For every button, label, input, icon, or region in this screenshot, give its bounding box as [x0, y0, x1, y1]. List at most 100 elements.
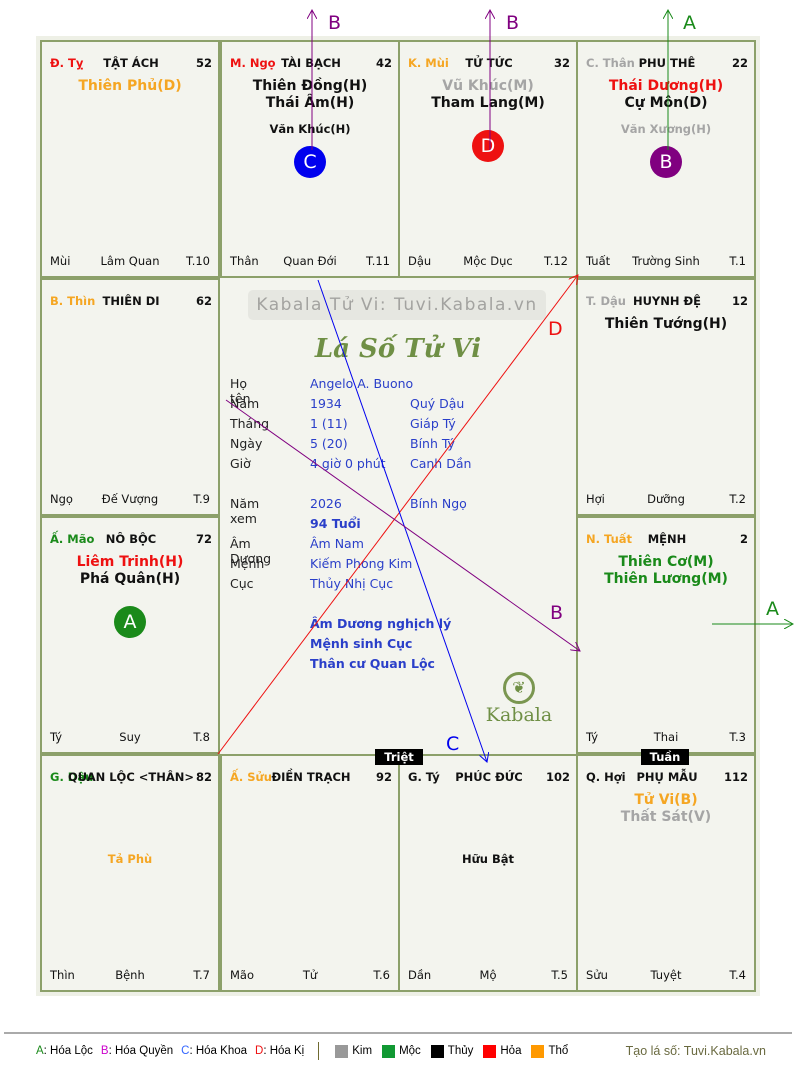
tree-icon: ❦ [503, 672, 535, 704]
can-chi: G. Tý [408, 770, 440, 784]
tu-hoa-badge: C [294, 146, 326, 178]
palace-number: 102 [545, 770, 570, 784]
branch: Tý [50, 730, 63, 744]
life-stage: Suy [119, 730, 141, 744]
life-stage: Quan Đới [283, 254, 337, 268]
palace-cell[interactable]: C. Thân PHU THÊ 22 Thái Dương(H)Cự Môn(D… [576, 40, 756, 278]
age-limit: T.12 [544, 254, 568, 268]
element-swatch [531, 1044, 545, 1058]
legend-hoa: A: Hóa Lộc [36, 1045, 93, 1057]
palace-number: 112 [723, 770, 748, 784]
can-chi: Q. Hợi [586, 770, 626, 784]
branch: Mùi [50, 254, 71, 268]
tu-hoa-badge: B [650, 146, 682, 178]
branch: Sửu [586, 968, 608, 982]
can-chi: Ấ. Mão [50, 532, 95, 546]
minor-star: Tả Phù [107, 852, 153, 866]
can-chi: Đ. Tỵ [50, 56, 84, 70]
legend-hoa: D: Hóa Kị [255, 1045, 305, 1057]
palace-number: 12 [731, 294, 748, 308]
main-star: Tử Vi(B) [634, 792, 698, 808]
palace-number: 72 [195, 532, 212, 546]
minor-star: Hữu Bật [461, 852, 515, 866]
branch: Thìn [50, 968, 75, 982]
triet-tag: Triệt [375, 749, 423, 765]
life-stage: Lâm Quan [100, 254, 160, 268]
age-limit: T.4 [729, 968, 746, 982]
divider [4, 1032, 792, 1034]
palace-name: TÀI BẠCH [281, 56, 341, 70]
main-star: Thái Dương(H) [608, 78, 724, 94]
life-stage: Tử [302, 968, 318, 982]
legend: A: Hóa Lộc B: Hóa Quyền C: Hóa Khoa D: Hóa … [36, 1042, 766, 1060]
branch: Dậu [408, 254, 432, 268]
credit-link[interactable]: Tạo lá số: Tuvi.Kabala.vn [625, 1044, 766, 1058]
legend-element: Thổ [548, 1045, 569, 1057]
tuan-tag: Tuần [641, 749, 689, 765]
element-swatch [335, 1044, 349, 1058]
age-limit: T.3 [729, 730, 746, 744]
main-star: Thiên Tướng(H) [604, 316, 728, 332]
palace-cell[interactable]: Ấ. Mão NÔ BỘC 72 Liêm Trinh(H)Phá Quân(H… [40, 516, 220, 754]
age-limit: T.10 [186, 254, 210, 268]
legend-element: Hỏa [500, 1045, 522, 1057]
palace-number: 22 [731, 56, 748, 70]
can-chi: K. Mùi [408, 56, 449, 70]
life-stage: Thai [653, 730, 679, 744]
palace-name: PHU THÊ [638, 56, 696, 70]
main-star: Cự Môn(D) [624, 95, 708, 111]
palace-number: 62 [195, 294, 212, 308]
main-star: Thiên Cơ(M) [618, 554, 714, 570]
arrow-label: A [766, 598, 779, 620]
main-star: Thái Âm(H) [265, 95, 355, 111]
palace-cell[interactable]: K. Mùi TỬ TỨC 32 Vũ Khúc(M)Tham Lang(M) … [398, 40, 578, 278]
main-star: Vũ Khúc(M) [442, 78, 534, 94]
watermark: Kabala Tử Vi: Tuvi.Kabala.vn [248, 290, 546, 320]
palace-cell[interactable]: N. Tuất MỆNH 2 Thiên Cơ(M)Thiên Lương(M)… [576, 516, 756, 754]
palace-name: TẬT ÁCH [103, 56, 159, 70]
life-stage: Tuyệt [650, 968, 682, 982]
age-limit: T.7 [193, 968, 210, 982]
palace-number: 82 [195, 770, 212, 784]
tu-hoa-arrows: B B A D C B A [217, 0, 796, 1040]
arrow-label: A [683, 12, 696, 34]
palace-cell[interactable]: Q. Hợi PHỤ MẪU 112 Tử Vi(B)Thất Sát(V) S… [576, 754, 756, 992]
age-limit: T.1 [729, 254, 746, 268]
palace-cell[interactable]: M. Ngọ TÀI BẠCH 42 Thiên Đồng(H)Thái Âm(… [220, 40, 400, 278]
palace-name: TỬ TỨC [465, 56, 513, 70]
arrow-label: B [550, 602, 563, 624]
palace-name: PHỤ MẪU [636, 770, 698, 784]
arrow-label: B [328, 12, 341, 34]
legend-element: Kim [352, 1045, 373, 1057]
minor-star: Văn Khúc(H) [269, 122, 351, 136]
main-star: Thiên Lương(M) [604, 571, 728, 587]
palace-number: 2 [739, 532, 748, 546]
palace-name: HUYNH ĐỆ [632, 294, 702, 308]
arrow-label: B [506, 12, 519, 34]
can-chi: M. Ngọ [230, 56, 276, 70]
can-chi: N. Tuất [586, 532, 633, 546]
palace-number: 42 [375, 56, 392, 70]
minor-star: Văn Xương(H) [620, 122, 712, 136]
legend-hoa: B: Hóa Quyền [100, 1045, 174, 1057]
age-limit: T.9 [193, 492, 210, 506]
tu-hoa-badge: D [472, 130, 504, 162]
legend-hoa: C: Hóa Khoa [181, 1045, 248, 1057]
branch: Mão [230, 968, 255, 982]
branch: Tuất [586, 254, 611, 268]
palace-name: QUAN LỘC <THÂN> [67, 770, 195, 784]
life-stage: Mộ [479, 968, 497, 982]
life-stage: Trường Sinh [632, 254, 700, 268]
palace-name: THIÊN DI [102, 294, 160, 308]
arrow-label: D [548, 318, 563, 340]
element-swatch [430, 1044, 444, 1058]
arrow-b-diag [225, 399, 580, 651]
branch: Thân [230, 254, 259, 268]
main-star: Phá Quân(H) [79, 571, 181, 587]
can-chi: T. Dậu [586, 294, 626, 308]
